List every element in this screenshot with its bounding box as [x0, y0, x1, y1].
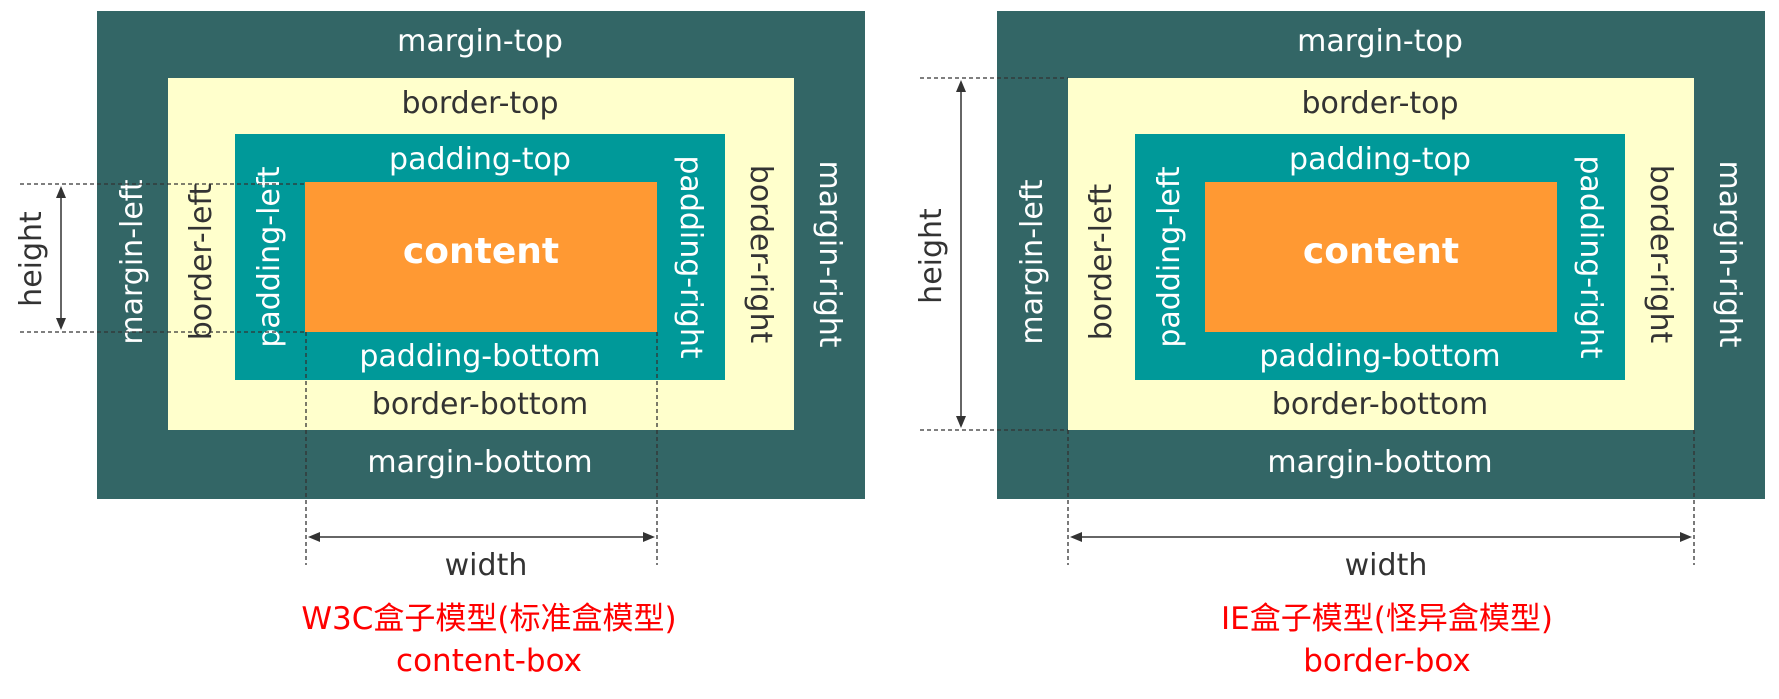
- caption-title: W3C盒子模型(标准盒模型): [301, 601, 677, 637]
- caption-subtitle: content-box: [396, 642, 582, 679]
- border-bottom-label: border-bottom: [371, 387, 589, 422]
- border-top-label: border-top: [401, 86, 559, 121]
- diagram-caption: W3C盒子模型(标准盒模型) content-box: [301, 599, 676, 683]
- dimension-lines: [920, 77, 1695, 565]
- content-label: content: [1302, 231, 1460, 272]
- content-area: [1205, 182, 1557, 332]
- content-area: [305, 182, 657, 332]
- content-label: content: [402, 231, 560, 272]
- width-label: width: [1344, 548, 1428, 583]
- border-bottom-label: border-bottom: [1271, 387, 1489, 422]
- margin-top-label: margin-top: [397, 24, 563, 59]
- margin-bottom-label: margin-bottom: [1267, 445, 1493, 480]
- padding-bottom-label: padding-bottom: [359, 339, 601, 374]
- height-label: height: [914, 208, 949, 304]
- margin-top-label: margin-top: [1297, 24, 1463, 59]
- margin-bottom-label: margin-bottom: [367, 445, 593, 480]
- padding-top-label: padding-top: [1289, 142, 1471, 177]
- w3c-box-model-diagram: margin-top margin-bottom margin-left mar…: [0, 0, 880, 699]
- padding-top-label: padding-top: [389, 142, 571, 177]
- border-top-label: border-top: [1301, 86, 1459, 121]
- caption-subtitle: border-box: [1303, 642, 1471, 679]
- width-label: width: [444, 548, 528, 583]
- height-label: height: [14, 211, 49, 307]
- ie-box-model-diagram: margin-top margin-bottom margin-left mar…: [900, 0, 1779, 699]
- caption-title: IE盒子模型(怪异盒模型): [1221, 601, 1553, 637]
- padding-bottom-label: padding-bottom: [1259, 339, 1501, 374]
- diagram-caption: IE盒子模型(怪异盒模型) border-box: [1221, 599, 1553, 683]
- dimension-lines: [20, 183, 658, 565]
